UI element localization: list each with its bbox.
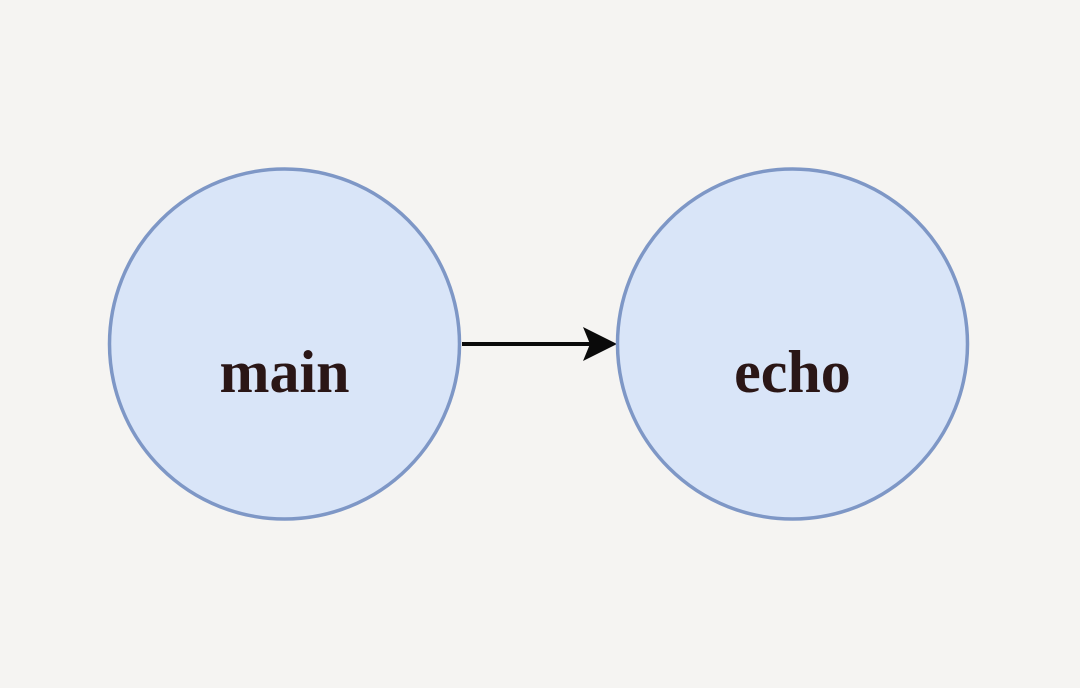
node-main: main <box>107 167 462 521</box>
node-echo-circle <box>615 167 970 521</box>
node-echo-label: echo <box>734 339 851 405</box>
edge-main-to-echo <box>462 327 617 361</box>
node-main-label: main <box>219 339 349 405</box>
node-main-circle <box>107 167 462 521</box>
arrowhead-icon <box>583 327 617 361</box>
node-echo: echo <box>615 167 970 521</box>
